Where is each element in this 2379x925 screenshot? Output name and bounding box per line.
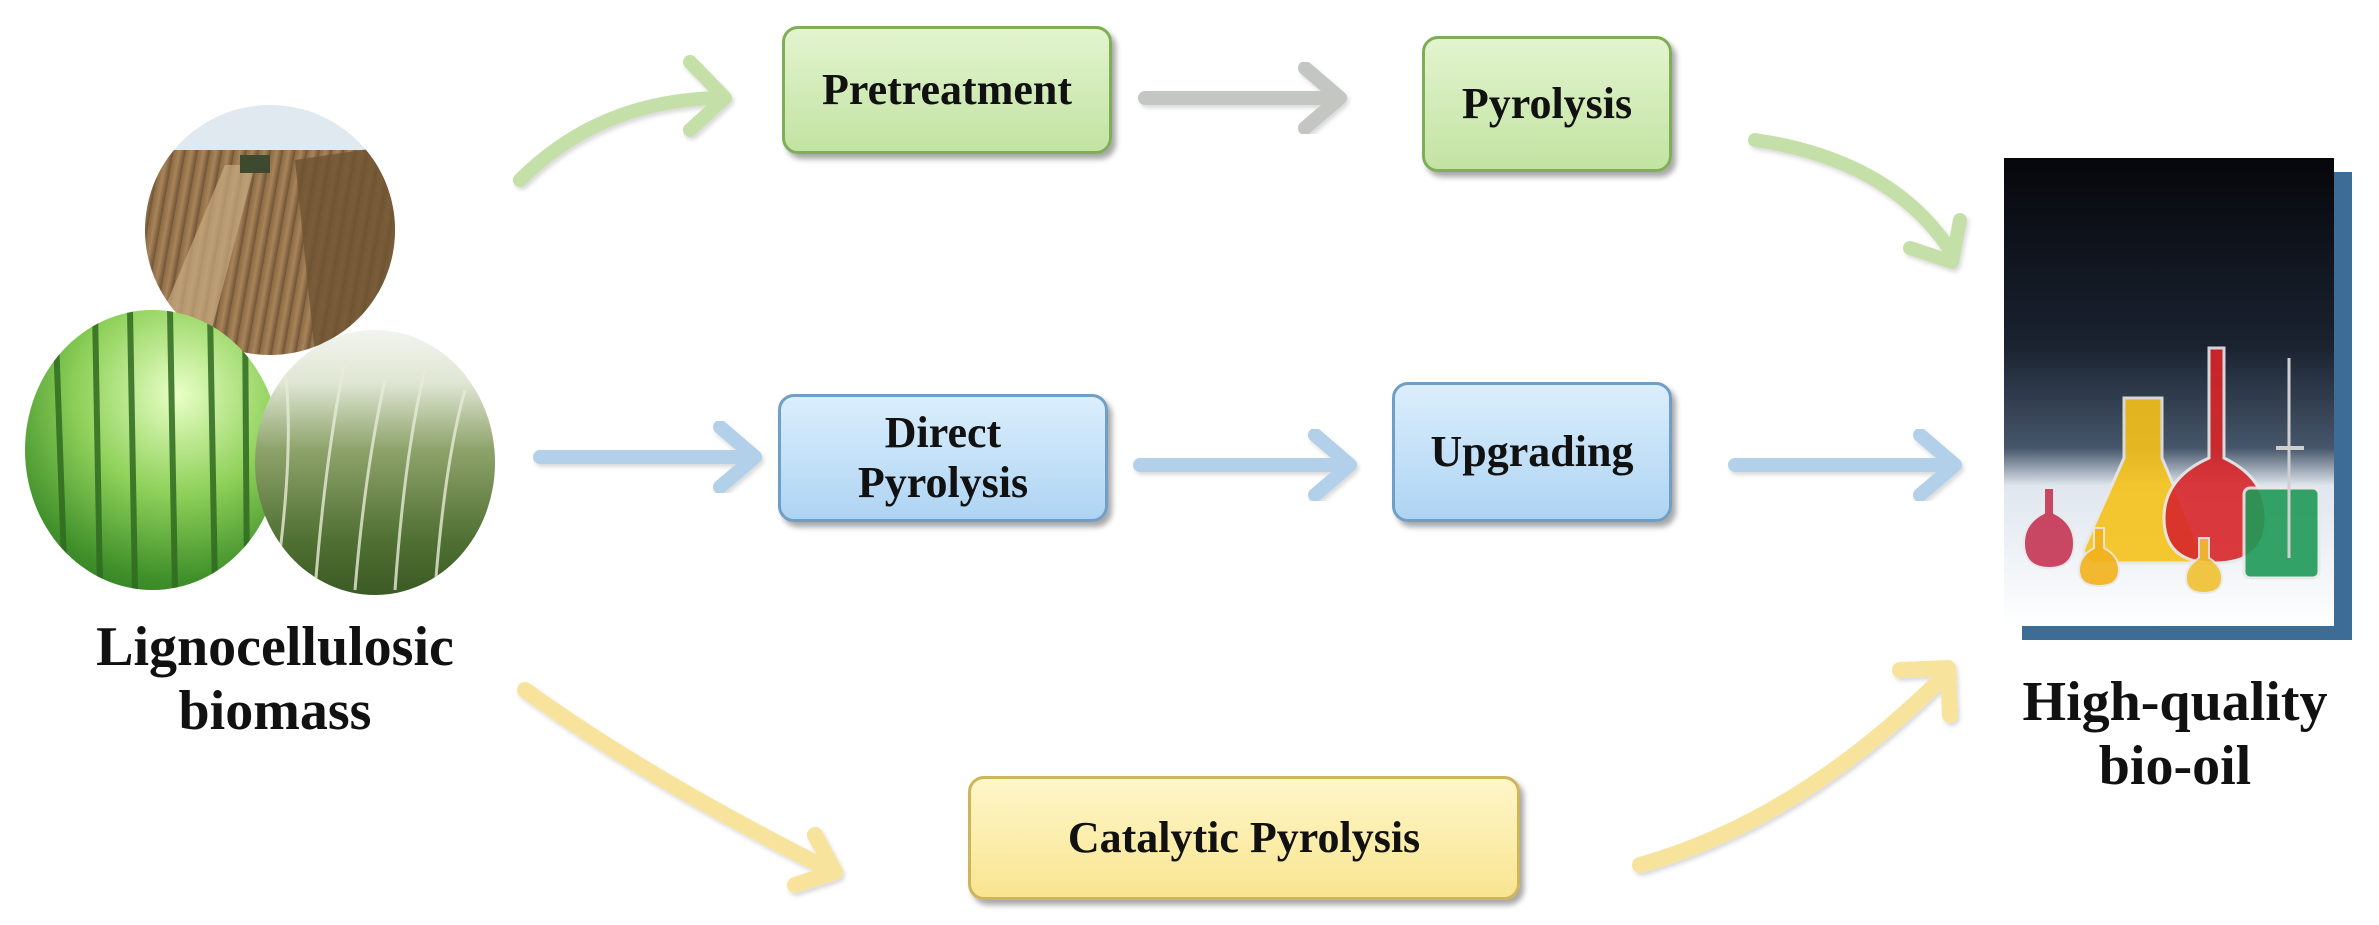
laboratory-glassware-photo [2004,158,2334,626]
green-arrow-pretreatment-to-pyrolysis [1138,61,1347,135]
bio-oil-label-line2: bio-oil [2098,735,2252,797]
yellow-arrow-biomass-to-catalytic-pyrolysis [517,682,843,893]
bamboo-stalks [52,310,250,590]
green-arrow-biomass-to-pretreatment [513,55,732,187]
green-arrow-pyrolysis-to-bio-oil [1748,133,1967,269]
cornfield-rows [145,145,395,355]
pretreatment-box: Pretreatment [782,26,1112,154]
blue-arrow-direct-pyrolysis-to-upgrading [1133,428,1357,502]
direct-pyrolysis-box: Direct Pyrolysis [778,394,1108,522]
blue-arrow-biomass-to-direct-pyrolysis [533,420,762,494]
upgrading-box: Upgrading [1392,382,1672,522]
catalytic-pyrolysis-box: Catalytic Pyrolysis [968,776,1520,900]
glassware-illustration [2022,346,2321,595]
bio-oil-label-line1: High-quality [2022,671,2328,733]
tall-grass-photo [255,330,495,595]
grass-blades [273,359,467,591]
bio-oil-label: High-quality bio-oil [1975,670,2375,798]
pyrolysis-box: Pyrolysis [1422,36,1672,172]
yellow-arrow-catalytic-pyrolysis-to-bio-oil [1632,660,1958,873]
cornfield-photo [145,105,395,355]
biomass-label-line1: Lignocellulosic [96,616,454,678]
biomass-label: Lignocellulosic biomass [40,615,510,743]
biomass-label-line2: biomass [178,680,372,742]
blue-arrow-upgrading-to-bio-oil [1728,428,1962,502]
bamboo-forest-photo [25,310,280,590]
